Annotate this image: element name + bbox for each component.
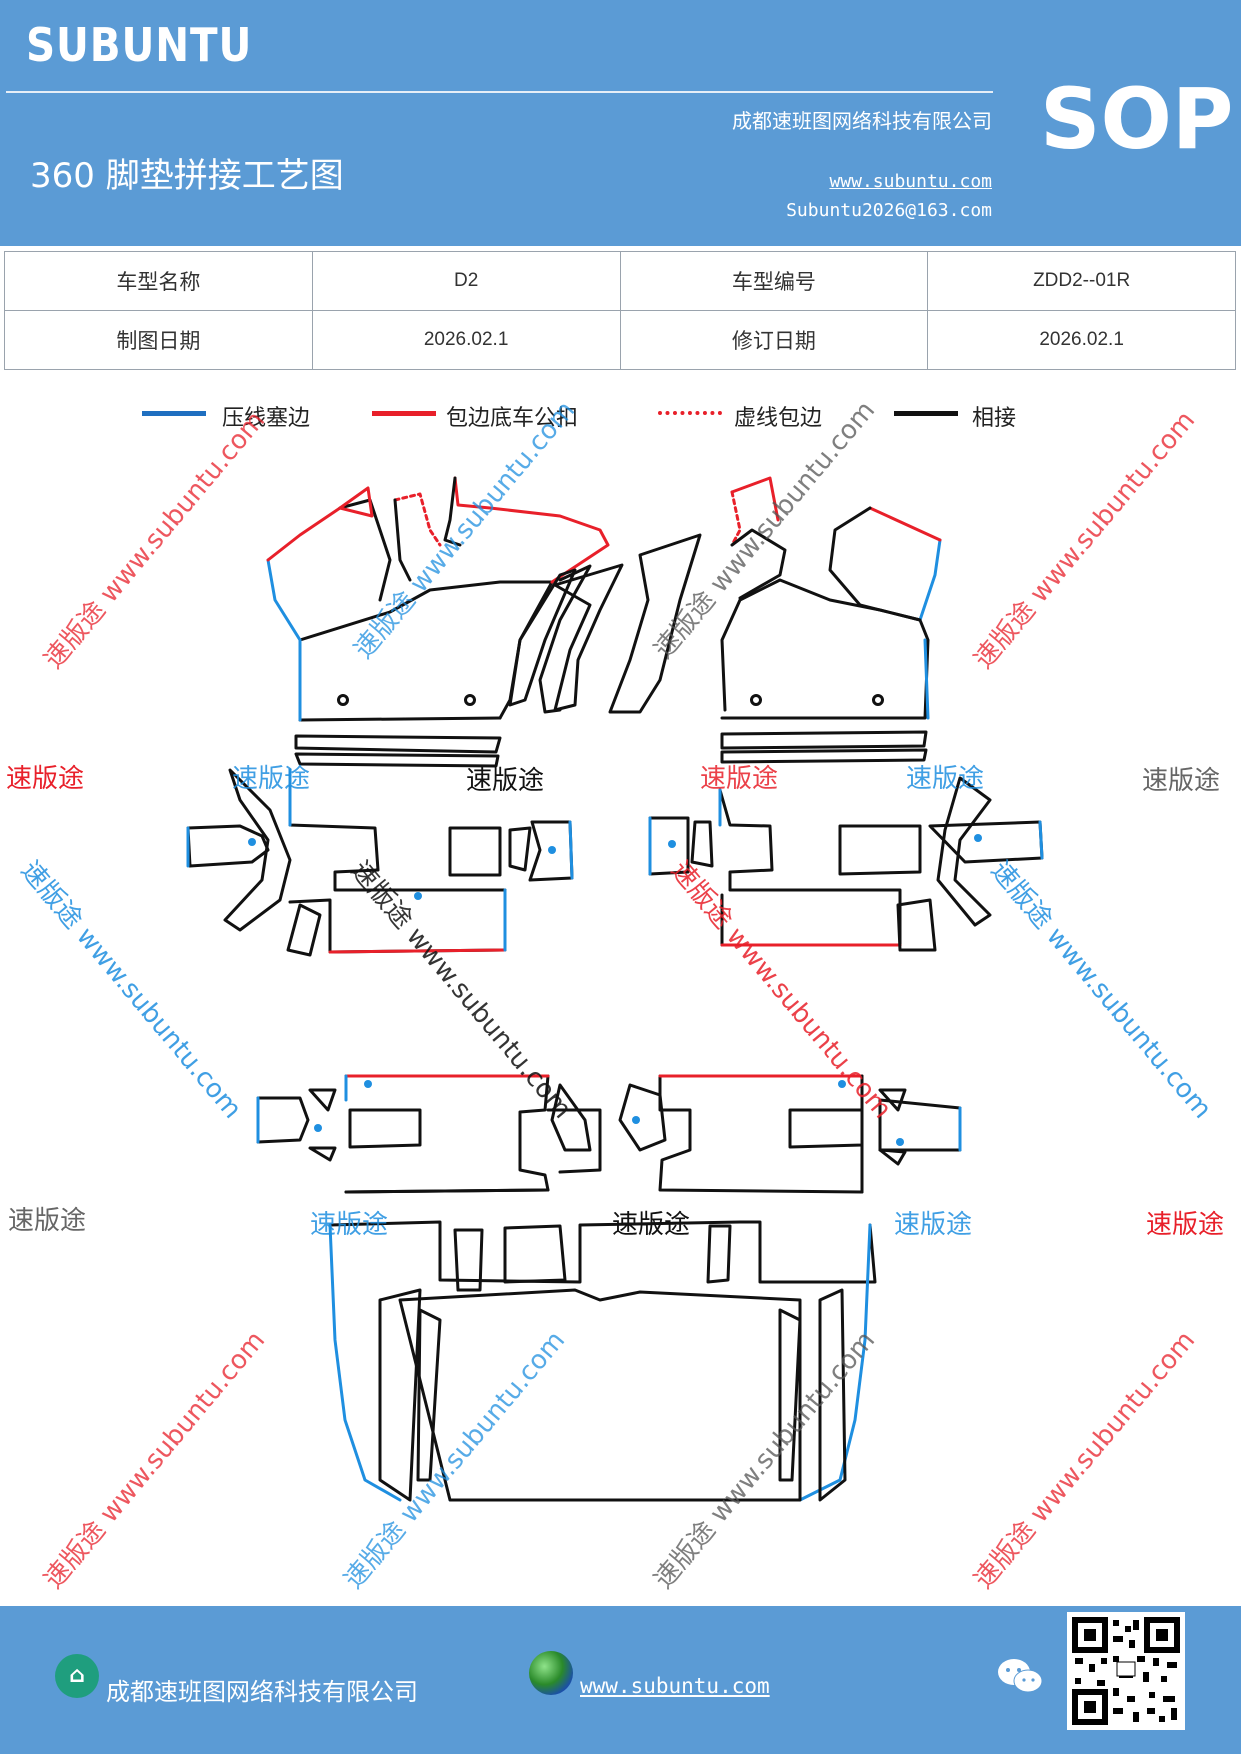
legend-label: 相接 (972, 406, 1017, 431)
legend-swatch-red-dotted (658, 411, 722, 415)
table-row: 车型名称 D2 车型编号 ZDD2--01R (4, 251, 1236, 311)
brand-logo: SUBUNTU (26, 18, 253, 72)
sop-badge: SOP (1040, 70, 1234, 168)
legend-swatch-red (372, 411, 436, 416)
marker-dots (248, 834, 982, 1146)
footer-banner: ⌂ 成都速班图网络科技有限公司 www.subuntu.com (0, 1606, 1241, 1754)
legend: 压线塞边 包边底车公扣 虚线包边 相接 (0, 396, 1241, 436)
legend-label: 虚线包边 (734, 406, 823, 431)
legend-swatch-blue (142, 411, 206, 416)
mat-piece-mid-right (648, 776, 1044, 952)
footer-company: 成都速班图网络科技有限公司 (106, 1678, 418, 1706)
floor-mat-diagram (186, 476, 1044, 1502)
info-table: 车型名称 D2 车型编号 ZDD2--01R 制图日期 2026.02.1 修订… (4, 251, 1236, 370)
footer-website-link[interactable]: www.subuntu.com (580, 1674, 770, 1698)
page-title: 360 脚垫拼接工艺图 (30, 156, 344, 196)
mat-piece-rear-left (256, 1074, 602, 1194)
company-name: 成都速班图网络科技有限公司 (732, 109, 992, 133)
legend-swatch-black (894, 411, 958, 416)
draw-date-value: 2026.02.1 (311, 310, 621, 370)
model-code-value: ZDD2--01R (927, 251, 1236, 311)
model-code-label: 车型编号 (619, 251, 929, 311)
mat-piece-front-left (266, 476, 610, 768)
header-divider (6, 91, 993, 93)
mat-piece-strips-center (508, 533, 702, 714)
website-link[interactable]: www.subuntu.com (829, 171, 992, 192)
mat-piece-front-right (720, 476, 942, 764)
wechat-icon[interactable] (996, 1656, 1044, 1696)
mat-piece-rear-right (618, 1074, 962, 1194)
building-icon: ⌂ (55, 1654, 99, 1698)
model-name-label: 车型名称 (4, 251, 313, 311)
revise-date-label: 修订日期 (619, 310, 929, 370)
mat-piece-mid-left (186, 768, 574, 957)
legend-label: 压线塞边 (222, 406, 311, 431)
qr-code-icon (1067, 1612, 1185, 1730)
draw-date-label: 制图日期 (4, 310, 313, 370)
legend-label: 包边底车公扣 (446, 406, 579, 431)
table-row: 制图日期 2026.02.1 修订日期 2026.02.1 (4, 310, 1236, 370)
globe-icon (529, 1651, 573, 1695)
model-name-value: D2 (311, 251, 621, 311)
revise-date-value: 2026.02.1 (927, 310, 1236, 370)
header-banner: SUBUNTU 成都速班图网络科技有限公司 360 脚垫拼接工艺图 www.su… (0, 0, 1241, 246)
mat-piece-rear-large (328, 1220, 877, 1502)
email-address: Subuntu2026@163.com (786, 200, 992, 221)
